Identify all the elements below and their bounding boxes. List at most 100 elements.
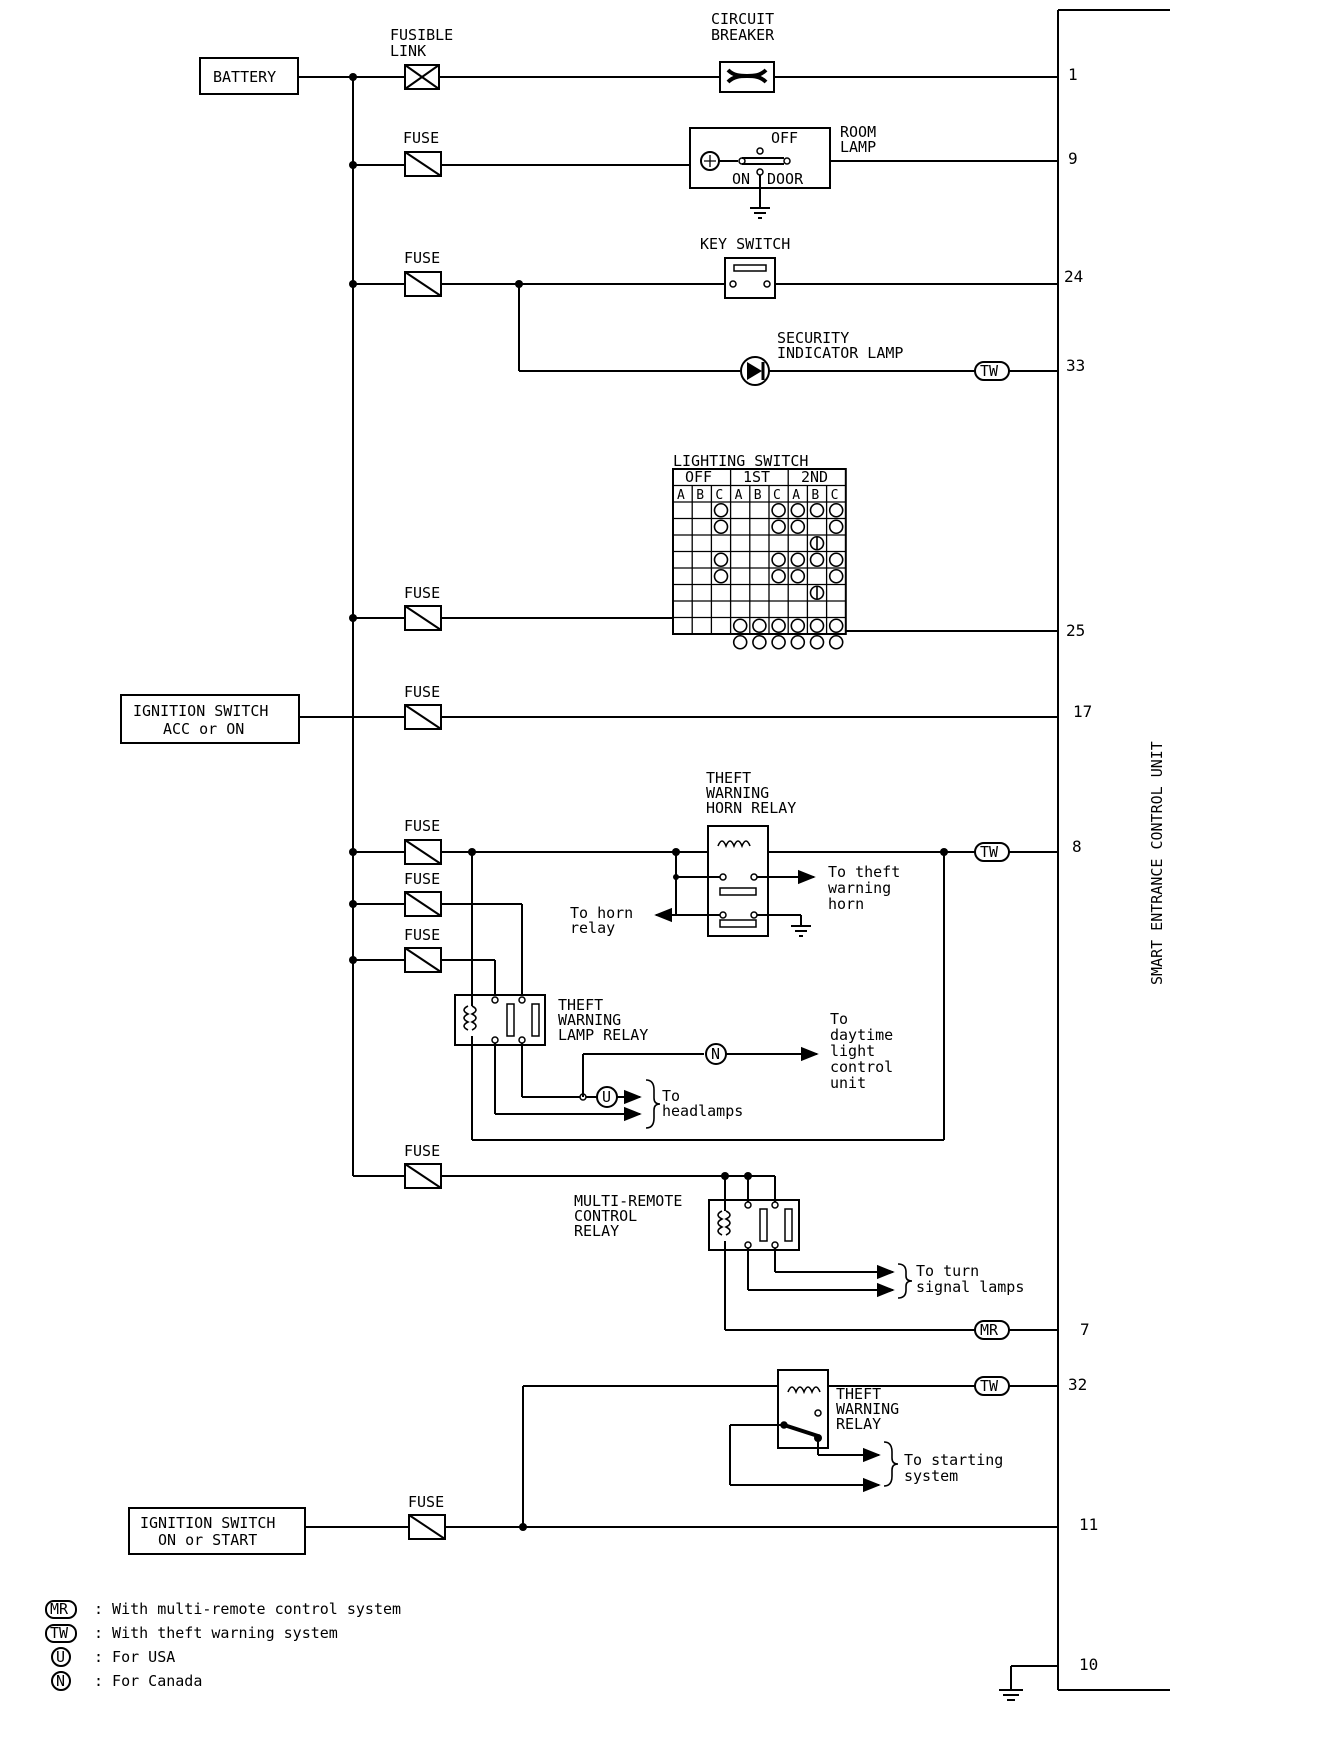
fuse-lamp-relay-1: FUSE	[404, 870, 442, 917]
control-unit-label: SMART ENTRANCE CONTROL UNIT	[1148, 741, 1166, 985]
lighting-col-label: B	[696, 488, 704, 503]
security-lamp-label-2: INDICATOR LAMP	[777, 344, 903, 362]
to-daytime-3: light	[830, 1042, 875, 1060]
key-switch-label: KEY SWITCH	[700, 235, 790, 253]
room-lamp-label-1: ROOM	[840, 123, 876, 141]
pin-1: 1	[1068, 65, 1078, 84]
theft-relay-label-2: WARNING	[836, 1400, 899, 1418]
ign-start-label-2: ON or START	[158, 1531, 257, 1549]
lighting-pos-2nd: 2ND	[801, 468, 828, 486]
theft-warning-relay: THEFT WARNING RELAY	[777, 1369, 899, 1449]
tw-badge-pin32: TW	[974, 1376, 1010, 1396]
to-horn-relay-2: relay	[570, 919, 615, 937]
u-badge: U	[596, 1086, 618, 1108]
ground-pin10	[999, 1665, 1058, 1701]
pin-7: 7	[1080, 1320, 1090, 1339]
battery-block: BATTERY	[199, 57, 299, 95]
to-daytime-5: unit	[830, 1074, 866, 1092]
switch-contact	[809, 634, 825, 650]
to-turn-2: signal lamps	[916, 1278, 1024, 1296]
fuse-key-switch: FUSE	[404, 249, 442, 297]
pin-9: 9	[1068, 149, 1078, 168]
switch-contact	[752, 618, 767, 634]
circuit-breaker-label-1: CIRCUIT	[711, 10, 774, 28]
to-starting-1: To starting	[904, 1451, 1003, 1469]
circuit-breaker-label-2: BREAKER	[711, 26, 775, 44]
switch-contact	[752, 634, 767, 650]
to-starting-2: system	[904, 1467, 958, 1485]
horn-relay-label-2: WARNING	[706, 784, 769, 802]
multi-remote-label-2: CONTROL	[574, 1207, 637, 1225]
theft-relay-label-1: THEFT	[836, 1385, 881, 1403]
switch-contact	[732, 618, 748, 634]
multi-remote-label-1: MULTI-REMOTE	[574, 1192, 682, 1210]
switch-contact	[713, 519, 729, 535]
mr-badge-pin7: MR	[974, 1320, 1010, 1340]
room-lamp-off: OFF	[771, 129, 798, 147]
switch-contact	[809, 618, 825, 634]
legend-u-symbol: U	[56, 1648, 65, 1666]
switch-contact	[790, 568, 806, 584]
switch-contact	[828, 618, 844, 634]
switch-contact	[828, 519, 844, 535]
legend-tw-text: : With theft warning system	[94, 1624, 338, 1642]
lighting-col-label: C	[831, 488, 839, 503]
fusible-link-label-2: LINK	[390, 42, 426, 60]
theft-relay-label-3: RELAY	[836, 1415, 881, 1433]
switch-contact	[771, 618, 786, 634]
fuse-label: FUSE	[403, 129, 439, 147]
lighting-pos-1st: 1ST	[743, 468, 770, 486]
lighting-col-label: C	[773, 488, 781, 503]
lighting-pos-off: OFF	[685, 468, 712, 486]
n-badge: N	[705, 1043, 727, 1065]
to-theft-horn-3: horn	[828, 895, 864, 913]
multi-remote-label-3: RELAY	[574, 1222, 619, 1240]
switch-contact	[828, 568, 844, 584]
to-daytime-4: control	[830, 1058, 893, 1076]
fuse-label: FUSE	[404, 817, 440, 835]
tw-badge-pin8: TW	[974, 842, 1010, 862]
legend: MR : With multi-remote control system TW…	[45, 1600, 401, 1691]
tw-badge-text: TW	[980, 362, 999, 380]
fuse-room-lamp: FUSE	[403, 129, 442, 177]
tw-badge-text: TW	[980, 1377, 999, 1395]
legend-tw-symbol: TW	[50, 1624, 69, 1642]
pin-25: 25	[1066, 621, 1085, 640]
to-turn-1: To turn	[916, 1262, 979, 1280]
pin-17: 17	[1073, 702, 1092, 721]
lamp-relay-label-1: THEFT	[558, 996, 603, 1014]
to-horn-relay-1: To horn	[570, 904, 633, 922]
control-unit: SMART ENTRANCE CONTROL UNIT	[1057, 9, 1170, 1691]
switch-contact	[828, 552, 844, 568]
switch-contact	[771, 502, 786, 518]
switch-contact	[713, 552, 729, 568]
to-headlamps-1: To	[662, 1087, 680, 1105]
tw-badge-pin33: TW	[974, 361, 1010, 381]
to-daytime-2: daytime	[830, 1026, 893, 1044]
switch-contact	[771, 568, 786, 584]
lighting-col-label: B	[811, 488, 819, 503]
fusible-link-label-1: FUSIBLE	[390, 26, 453, 44]
switch-contact	[771, 519, 786, 535]
pin-labels: 1 9 24 33 25 17 8 7 32 11 10	[1064, 65, 1098, 1674]
fusible-link: FUSIBLE LINK	[390, 26, 453, 90]
multi-remote-control-relay: MULTI-REMOTE CONTROL RELAY	[574, 1192, 800, 1251]
fuse-horn-relay: FUSE	[404, 817, 442, 865]
ign-start-label-1: IGNITION SWITCH	[140, 1514, 275, 1532]
room-lamp-door: DOOR	[767, 170, 804, 188]
tw-badge-text: TW	[980, 843, 999, 861]
fuse-label: FUSE	[404, 1142, 440, 1160]
security-lamp-label-1: SECURITY	[777, 329, 849, 347]
legend-u-text: : For USA	[94, 1648, 175, 1666]
legend-n-symbol: N	[56, 1672, 65, 1690]
fuse-ign-acc: FUSE	[404, 683, 442, 730]
to-headlamps-2: headlamps	[662, 1102, 743, 1120]
ignition-switch-start: IGNITION SWITCH ON or START	[128, 1507, 306, 1555]
horn-relay-label-1: THEFT	[706, 769, 751, 787]
switch-contact	[713, 568, 729, 584]
lamp-relay-label-2: WARNING	[558, 1011, 621, 1029]
mr-badge-text: MR	[980, 1321, 999, 1339]
